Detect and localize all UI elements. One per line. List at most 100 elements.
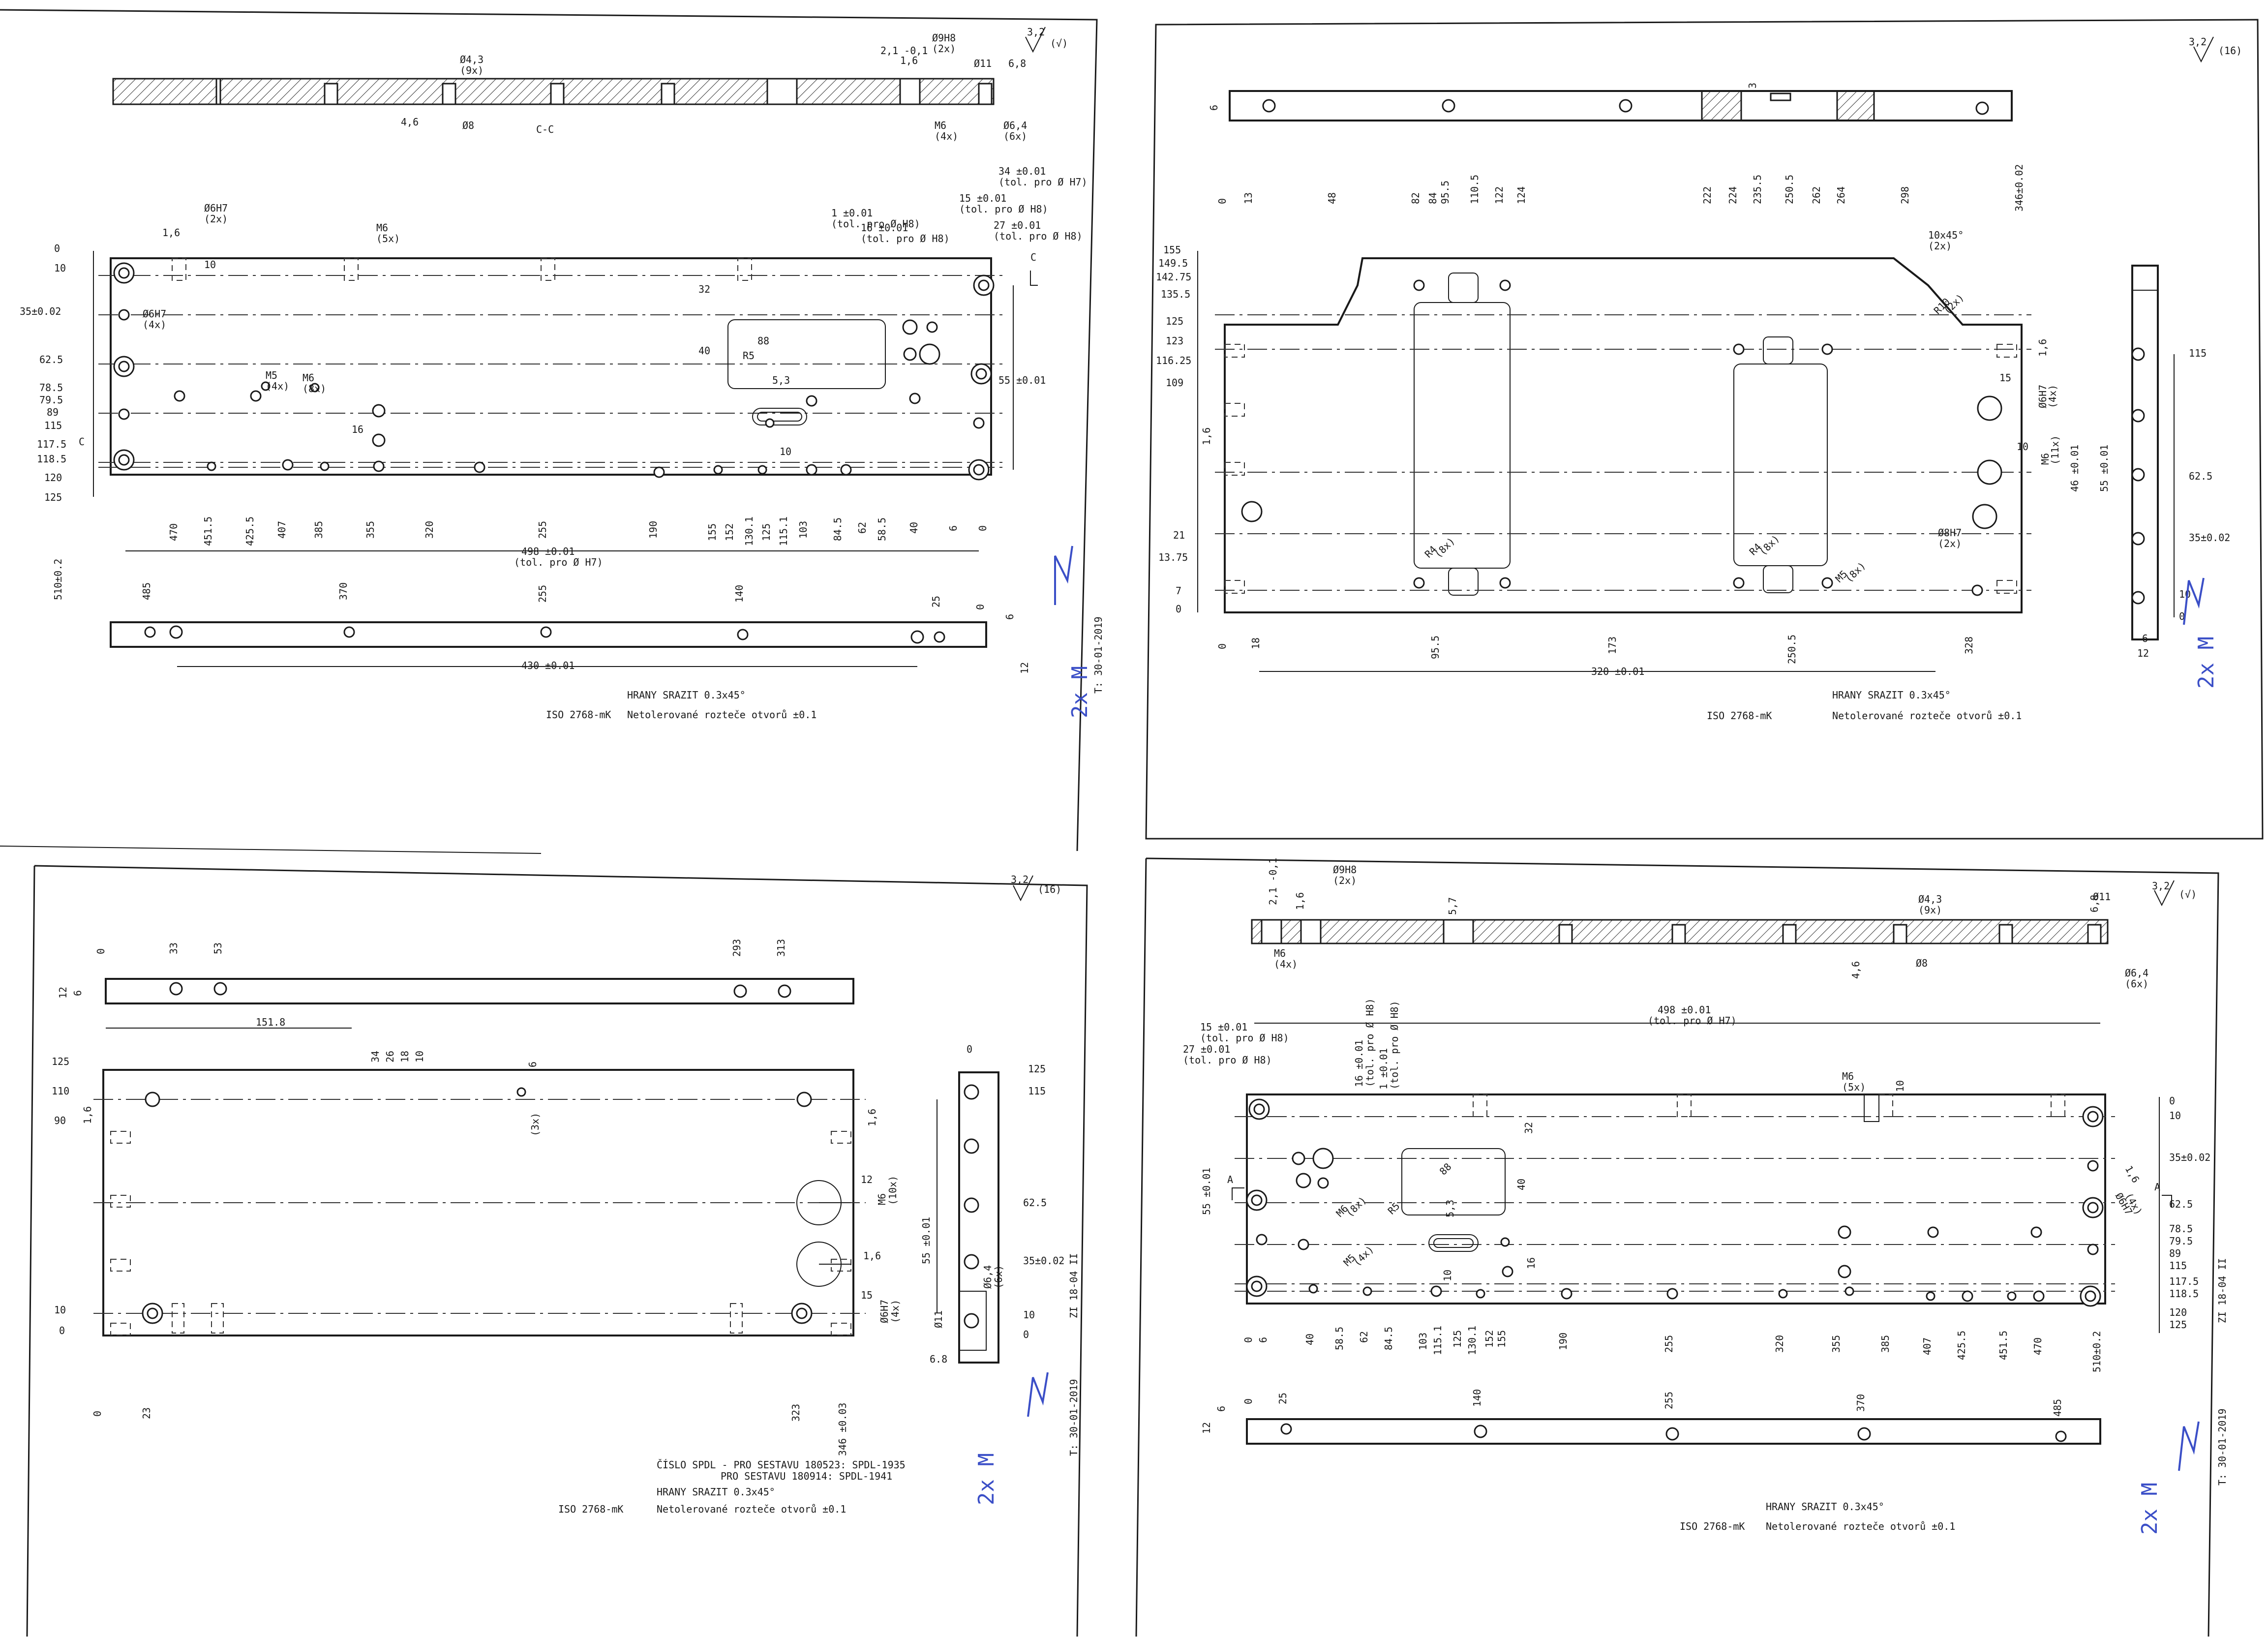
dimension-label: Ø8 bbox=[462, 120, 474, 131]
outline-mark bbox=[1996, 580, 2017, 594]
hole-mark bbox=[964, 1084, 979, 1100]
hole-mark bbox=[2131, 591, 2145, 605]
hole-mark bbox=[147, 1307, 158, 1319]
dimension-label: 35±0.02 bbox=[2169, 1152, 2210, 1163]
outline-mark bbox=[831, 1131, 851, 1144]
hole-mark bbox=[144, 626, 156, 638]
hole-mark bbox=[169, 625, 183, 639]
dimension-label: 123 bbox=[1166, 335, 1183, 347]
dimension-label: Ø6H7 bbox=[878, 1300, 890, 1323]
dimension-label: 320 bbox=[423, 521, 435, 539]
dimension-label: 0 bbox=[977, 525, 989, 531]
hole-mark bbox=[474, 461, 485, 473]
dimension-label: 385 bbox=[1879, 1335, 1891, 1353]
roughness-value: 3,2 bbox=[1027, 26, 1045, 38]
dimension-label: 1,6 bbox=[900, 55, 918, 66]
outline-mark bbox=[1836, 90, 1875, 121]
hole-mark bbox=[145, 1092, 160, 1107]
dimension-label: 328 bbox=[1963, 637, 1975, 654]
dimension-label: 115.1 bbox=[778, 516, 789, 546]
hole-mark bbox=[1312, 1148, 1334, 1169]
dimension-label: 40 bbox=[908, 522, 920, 534]
hole-mark bbox=[1474, 1425, 1487, 1438]
hole-mark bbox=[1251, 1280, 1263, 1292]
plate-main-view bbox=[110, 257, 992, 476]
dimension-label: 32 bbox=[1523, 1122, 1535, 1134]
hole-mark bbox=[1292, 1152, 1305, 1165]
outline-mark bbox=[1878, 1094, 1893, 1117]
dimension-label: 117.5 bbox=[37, 438, 66, 450]
dimension-label: 142.75 bbox=[1156, 271, 1191, 283]
outline-mark bbox=[737, 258, 752, 281]
dimension-label: 16 ±0.01 bbox=[861, 222, 908, 234]
dimension-label: 355 bbox=[364, 521, 376, 539]
plate-holes-3 bbox=[142, 1087, 813, 1324]
dimension-label: (5x) bbox=[1842, 1081, 1866, 1093]
dimension-label: 5,7 bbox=[1447, 897, 1458, 915]
dimension-label: 55 ±0.01 bbox=[920, 1217, 932, 1264]
hole-mark bbox=[1362, 1286, 1372, 1296]
dimension-label: 407 bbox=[1921, 1337, 1933, 1355]
hole-mark bbox=[2131, 347, 2145, 361]
outline-path bbox=[1025, 27, 1046, 53]
dimension-label: 425.5 bbox=[244, 516, 256, 546]
dimension-label: 23 bbox=[141, 1407, 152, 1419]
dimension-label: 55 ±0.01 bbox=[1201, 1168, 1212, 1215]
side-view-sheet3 bbox=[958, 1071, 999, 1364]
hole-mark bbox=[1733, 343, 1745, 355]
dimension-label: (16) bbox=[2218, 45, 2242, 57]
dimension-label: 40 bbox=[698, 345, 710, 357]
hole-mark bbox=[778, 984, 791, 998]
dimension-label: 1 ±0.01 bbox=[831, 207, 873, 219]
dimension-label: 1,6 bbox=[863, 1250, 881, 1262]
dimension-label: 35±0.02 bbox=[2189, 532, 2230, 544]
hole-mark bbox=[1821, 343, 1833, 355]
dimension-label: M6 bbox=[376, 222, 388, 234]
dimension-label: Ø9H8 bbox=[1333, 864, 1357, 876]
dimension-label: (tol. pro Ø H8) bbox=[1389, 1001, 1400, 1090]
dimension-label: 90 bbox=[54, 1115, 66, 1126]
dimension-label: 10 bbox=[780, 446, 791, 457]
hole-mark bbox=[910, 630, 924, 644]
dimension-label: 27 ±0.01 bbox=[994, 219, 1041, 231]
dimension-label: Ø6H7 bbox=[204, 202, 228, 214]
outline-mark bbox=[1701, 90, 1742, 121]
dimension-label: 15 bbox=[861, 1289, 873, 1301]
outline-mark bbox=[1224, 344, 1245, 358]
dimension-label: 470 bbox=[2032, 1337, 2044, 1355]
hole-mark bbox=[973, 417, 985, 429]
dimension-label: 255 bbox=[537, 585, 548, 603]
section-label: C-C bbox=[536, 123, 554, 135]
hole-mark bbox=[373, 460, 385, 472]
dimension-label: 1,6 bbox=[2037, 339, 2049, 357]
dimension-label: (tol. pro Ø H8) bbox=[1200, 1032, 1289, 1044]
dimension-label: (√) bbox=[1050, 37, 1068, 49]
dimension-label: 103 bbox=[797, 521, 809, 539]
sheet-bottom-left: 3,2 (16) 0 33 53 293 313 12 6 151.8 bbox=[52, 874, 1080, 1515]
dimension-label: 125 bbox=[760, 523, 772, 541]
dimension-label: M6 bbox=[935, 120, 946, 131]
dimension-label: 470 bbox=[168, 523, 180, 541]
hole-mark bbox=[213, 982, 227, 996]
hole-mark bbox=[1972, 504, 1997, 529]
dimension-label: (3x) bbox=[529, 1113, 541, 1136]
dimension-label: 32 bbox=[698, 283, 710, 295]
roughness-symbol-4: 3,2 (√) bbox=[2152, 880, 2197, 907]
dimension-label: 10 bbox=[1023, 1309, 1035, 1321]
dimension-label: 140 bbox=[733, 585, 745, 603]
dimension-label: (2x) bbox=[1938, 538, 1962, 549]
plate-holes bbox=[113, 262, 995, 481]
dimension-label: (tol. pro Ø H7) bbox=[514, 556, 603, 568]
dimension-label: Ø8 bbox=[1916, 957, 1928, 969]
dimension-label: 151.8 bbox=[256, 1016, 285, 1028]
dimension-label: (tol. pro Ø H8) bbox=[861, 233, 950, 244]
dimension-label: 1,6 bbox=[866, 1109, 878, 1126]
edge-view-sheet1 bbox=[110, 621, 987, 648]
dimension-label: 3,2 bbox=[2152, 880, 2170, 892]
dimension-label: Netolerované rozteče otvorů ±0.1 bbox=[1832, 710, 2022, 722]
hole-mark bbox=[118, 361, 130, 372]
dimension-label: 115.1 bbox=[1432, 1326, 1444, 1355]
dimension-label: 82 bbox=[1410, 192, 1421, 204]
hole-mark bbox=[1666, 1288, 1678, 1300]
dimension-label: 1,6 bbox=[82, 1106, 93, 1124]
